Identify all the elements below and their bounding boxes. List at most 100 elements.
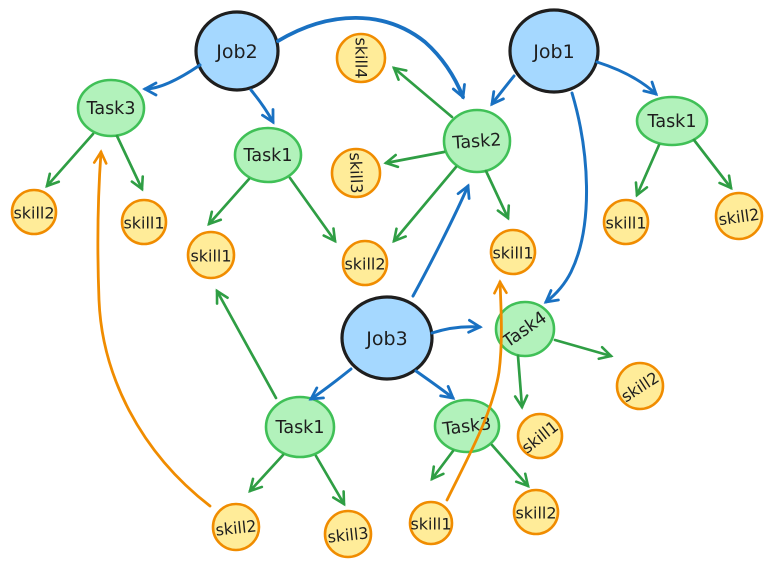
node-skill1-center[interactable]: skill1 — [489, 228, 537, 276]
skill2-midright-shape[interactable] — [615, 361, 665, 411]
node-skill4-top[interactable]: skill4 — [335, 32, 387, 84]
task3-top-label: Task3 — [86, 99, 136, 119]
skill2-bottom-left-label: skill2 — [215, 516, 258, 539]
task1-mid-shape[interactable] — [233, 126, 303, 184]
edge-task3-top-skill1-left[interactable] — [115, 134, 145, 192]
node-skill3-bottom[interactable]: skill3 — [323, 509, 373, 559]
node-task1-bottom[interactable]: Task1 — [264, 395, 336, 459]
edges-layer — [45, 16, 733, 508]
task4-shape[interactable] — [494, 300, 556, 358]
skill1-center-label: skill1 — [492, 244, 533, 263]
skill4-top-shape[interactable] — [335, 32, 387, 84]
node-task3-top[interactable]: Task3 — [76, 78, 146, 138]
edge-job2-task2[interactable] — [276, 16, 466, 100]
edge-job3-task2[interactable] — [411, 183, 471, 298]
skill1-right-label: skill1 — [605, 214, 646, 233]
edge-task2-skill2-mid[interactable] — [392, 165, 458, 244]
node-skill1-left[interactable]: skill1 — [120, 198, 168, 246]
job1-label: Job1 — [532, 41, 574, 63]
job2-shape[interactable] — [194, 10, 280, 92]
edge-task4-skill2-midright[interactable] — [553, 338, 614, 361]
edge-skill1-bottom-skill1-center[interactable] — [445, 279, 508, 502]
node-skill2-bottom-left[interactable]: skill2 — [211, 502, 261, 552]
skill3-bottom-shape[interactable] — [323, 509, 373, 559]
edge-task2-skill1-center[interactable] — [484, 169, 511, 221]
edge-job1-task1-right[interactable] — [595, 60, 659, 96]
edge-task2-skill4-top[interactable] — [391, 66, 454, 119]
task1-right-label: Task1 — [647, 112, 697, 132]
edge-job1-task2[interactable] — [490, 74, 516, 107]
task1-right-shape[interactable] — [635, 95, 709, 147]
edge-task1-right-skill2-right[interactable] — [692, 138, 733, 191]
node-skill1-midleft[interactable]: skill1 — [186, 230, 236, 280]
task2-label: Task2 — [451, 130, 502, 153]
edge-task4-skill1-under-task4[interactable] — [513, 354, 529, 410]
skill1-right-shape[interactable] — [602, 198, 650, 246]
node-skill2-mid[interactable]: skill2 — [341, 239, 389, 287]
node-job2[interactable]: Job2 — [194, 10, 280, 92]
node-skill1-bottom[interactable]: skill1 — [408, 500, 454, 546]
node-skill2-left[interactable]: skill2 — [10, 188, 58, 236]
edge-job1-task4[interactable] — [543, 91, 588, 304]
edge-task1-bottom-skill1-midleft[interactable] — [215, 288, 278, 400]
edge-task1-bottom-skill3-bottom[interactable] — [314, 454, 346, 507]
edge-task2-skill3-mid[interactable] — [383, 150, 446, 169]
node-task1-right[interactable]: Task1 — [635, 95, 709, 147]
skill1-bottom-label: skill1 — [410, 515, 451, 534]
job2-label: Job2 — [215, 41, 257, 63]
node-task1-mid[interactable]: Task1 — [233, 126, 303, 184]
skill2-mid-shape[interactable] — [341, 239, 389, 287]
node-job3[interactable]: Job3 — [340, 295, 434, 381]
skill1-left-shape[interactable] — [120, 198, 168, 246]
node-task3-bottom[interactable]: Task3 — [433, 398, 501, 454]
skill3-mid-label: skill3 — [346, 152, 366, 194]
edge-job2-task1-mid[interactable] — [249, 88, 275, 125]
node-task4[interactable]: Task4 — [494, 300, 556, 358]
skill1-midleft-shape[interactable] — [186, 230, 236, 280]
skill2-left-shape[interactable] — [10, 188, 58, 236]
edge-task3-bottom-skill2-bottom-right[interactable] — [490, 443, 530, 489]
job1-shape[interactable] — [508, 8, 600, 94]
skill1-left-label: skill1 — [123, 214, 164, 233]
skill1-center-shape[interactable] — [489, 228, 537, 276]
skill3-mid-shape[interactable] — [330, 147, 382, 199]
node-skill1-under-task4[interactable]: skill1 — [516, 412, 564, 460]
task1-mid-label: Task1 — [243, 146, 293, 166]
node-skill2-right[interactable]: skill2 — [714, 191, 764, 241]
edge-task1-right-skill1-right[interactable] — [634, 143, 661, 198]
node-task2[interactable]: Task2 — [442, 108, 512, 174]
node-skill1-right[interactable]: skill1 — [602, 198, 650, 246]
skill1-under-task4-shape[interactable] — [516, 412, 564, 460]
task3-top-shape[interactable] — [76, 78, 146, 138]
node-skill3-mid[interactable]: skill3 — [330, 147, 382, 199]
edge-task1-bottom-skill2-bottom-left[interactable] — [248, 453, 285, 494]
node-skill2-bottom-right[interactable]: skill2 — [512, 488, 560, 536]
edge-task1-mid-skill1-midleft[interactable] — [207, 177, 251, 227]
skill2-bottom-left-shape[interactable] — [211, 502, 261, 552]
edge-job3-task1-bottom[interactable] — [308, 367, 353, 401]
job3-label: Job3 — [365, 328, 407, 350]
edge-job2-task3-top[interactable] — [142, 63, 202, 97]
job3-shape[interactable] — [340, 295, 434, 381]
skill2-bottom-right-label: skill2 — [515, 504, 556, 523]
task1-bottom-shape[interactable] — [264, 395, 336, 459]
skill2-bottom-right-shape[interactable] — [512, 488, 560, 536]
task3-bottom-shape[interactable] — [433, 398, 501, 454]
edge-task3-top-skill2-left[interactable] — [45, 132, 95, 189]
task2-shape[interactable] — [442, 108, 512, 174]
skill2-right-shape[interactable] — [714, 191, 764, 241]
edge-task3-bottom-skill1-bottom[interactable] — [430, 449, 455, 482]
node-job1[interactable]: Job1 — [508, 8, 600, 94]
skill1-midleft-label: skill1 — [190, 247, 231, 266]
edge-job3-task4[interactable] — [430, 318, 483, 335]
task1-bottom-label: Task1 — [275, 418, 325, 438]
edge-job3-task3-bottom[interactable] — [414, 369, 456, 400]
edge-task1-mid-skill2-mid[interactable] — [288, 176, 337, 244]
skill1-bottom-shape[interactable] — [408, 500, 454, 546]
edge-skill2-bottom-left-task3-top[interactable] — [92, 149, 212, 508]
skill2-left-label: skill2 — [13, 204, 54, 223]
skill2-mid-label: skill2 — [344, 255, 385, 274]
node-skill2-midright[interactable]: skill2 — [615, 361, 665, 411]
